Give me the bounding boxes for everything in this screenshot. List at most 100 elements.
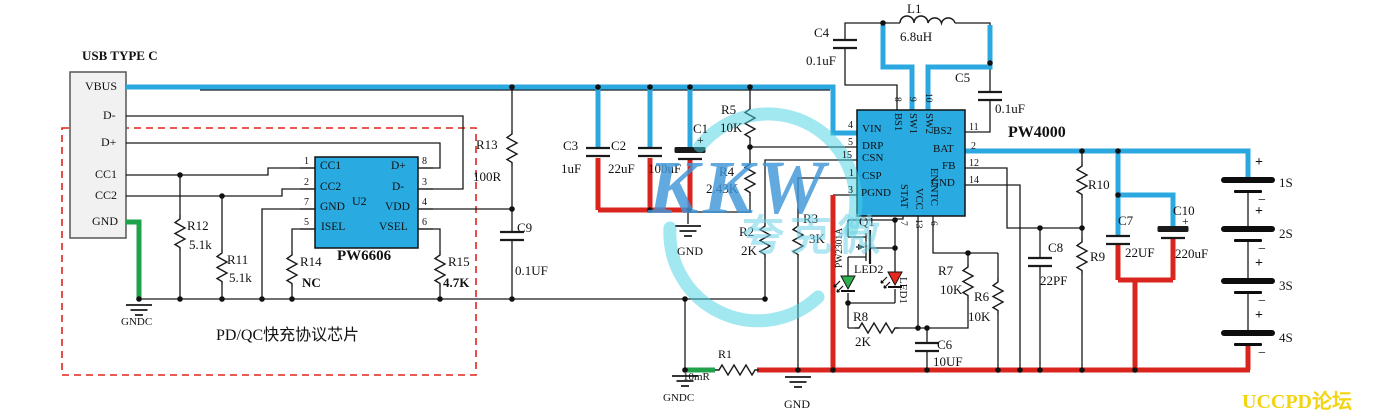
u1-pin-csp: CSP <box>862 170 882 182</box>
label-c7-value: 22UF <box>1125 245 1155 260</box>
battery-1s-plus: + <box>1255 155 1263 170</box>
u1-pin-stat: STAT <box>898 184 909 209</box>
label-r4-ref: R4 <box>719 164 735 179</box>
resistor-r7-symbol <box>962 262 974 300</box>
label-c2-value: 22uF <box>608 161 635 176</box>
u1-pinnum-15: 15 <box>842 150 852 161</box>
label-c8-value: 22PF <box>1040 273 1068 288</box>
u1-pinnum-2: 2 <box>971 141 976 152</box>
usb-pin-cc2: CC2 <box>95 188 118 202</box>
u2-pin-dplus: D+ <box>391 160 406 172</box>
label-r8-ref: R8 <box>853 309 869 324</box>
label-c10-plus: + <box>1182 214 1189 228</box>
usb-pin-dminus: D- <box>103 108 116 122</box>
label-r15-value: 4.7K <box>443 275 470 290</box>
u1-pinnum-13: 13 <box>913 219 923 229</box>
label-r11-ref: R11 <box>227 252 249 267</box>
pw6606-chip-body <box>314 156 419 249</box>
usb-pin-vbus: VBUS <box>85 79 118 93</box>
label-c7-ref: C7 <box>1118 213 1134 228</box>
u1-pin-bs1: BS1 <box>892 113 903 132</box>
watermark-arc <box>663 107 863 328</box>
battery-4s-minus: − <box>1258 346 1266 361</box>
u1-pinnum-5: 5 <box>848 137 853 148</box>
u1-pinnum-11: 11 <box>969 122 979 133</box>
watermark-kkw-logo: KKW <box>648 146 829 230</box>
usb-connector-body <box>69 71 127 239</box>
label-c6-ref: C6 <box>937 337 953 352</box>
gnd-symbol-main <box>784 376 812 388</box>
pw6606-pin-stubs <box>300 167 433 230</box>
u1-pinnum-12: 12 <box>969 158 979 169</box>
u1-pinnum-6: 6 <box>928 221 938 226</box>
label-r4-value: 2.43K <box>706 181 739 196</box>
battery-cell-2s-label: 2S <box>1279 226 1293 241</box>
label-r6-ref: R6 <box>974 289 990 304</box>
u2-pinnum-8: 8 <box>422 156 427 167</box>
resistor-r1-symbol <box>714 364 760 376</box>
battery-cell-3s-label: 3S <box>1279 278 1293 293</box>
battery-cell-1s-label: 1S <box>1279 175 1293 190</box>
capacitor-c7-symbol <box>1104 234 1132 246</box>
label-r14-ref: R14 <box>300 254 322 269</box>
watermark-company-name: 夸克微 <box>742 214 887 260</box>
label-c10-value: 220uF <box>1175 246 1209 261</box>
wires-gnd-red <box>595 158 1251 373</box>
label-l1-ref: L1 <box>907 1 922 16</box>
u2-pinnum-5: 5 <box>304 217 309 228</box>
label-r9-ref: R9 <box>1090 249 1106 264</box>
label-gnd-main: GND <box>784 397 810 411</box>
pd-section-dashed-box <box>61 127 477 376</box>
label-c3-value: 1uF <box>561 161 582 176</box>
battery-3s-plus: + <box>1255 256 1263 271</box>
u1-part-name: PW4000 <box>1008 124 1066 141</box>
label-c1-ref: C1 <box>693 121 709 136</box>
u1-pin-bs2: BS2 <box>933 125 952 137</box>
u1-pinnum-10: 10 <box>923 93 933 103</box>
usb-title: USB TYPE C <box>82 48 158 63</box>
u1-pin-vcc: VCC <box>913 188 924 210</box>
label-r5-value: 10K <box>720 120 743 135</box>
u1-pin-fb: FB <box>942 160 956 172</box>
label-led2: LED2 <box>854 262 884 276</box>
label-c4-ref: C4 <box>814 25 830 40</box>
battery-2s-minus: − <box>1258 242 1266 257</box>
label-r2-ref: R2 <box>739 224 755 239</box>
u2-pin-cc2: CC2 <box>320 181 342 193</box>
wires-black <box>126 15 1249 370</box>
u2-pinnum-7: 7 <box>304 197 309 208</box>
label-r1-ref: R1 <box>718 347 733 361</box>
u1-pinnum-9: 9 <box>907 97 917 102</box>
led1-red-symbol <box>887 271 903 287</box>
label-c3-ref: C3 <box>563 138 579 153</box>
u1-pinnum-8: 8 <box>892 97 902 102</box>
battery-1s-minus: − <box>1258 193 1266 208</box>
label-c5-ref: C5 <box>955 70 971 85</box>
u1-pin-drp: DRP <box>862 140 884 152</box>
u1-pinnum-7: 7 <box>898 221 908 226</box>
label-gndc-usb: GNDC <box>121 316 153 328</box>
label-r12-value: 5.1k <box>189 237 212 252</box>
label-c4-value: 0.1uF <box>806 53 836 68</box>
u1-pin-bat: BAT <box>933 143 954 155</box>
u1-pin-vin: VIN <box>862 123 882 135</box>
label-q1-ref: Q1 <box>859 214 875 229</box>
battery-cell-4s-symbol <box>1221 330 1275 346</box>
u2-pin-gnd: GND <box>320 201 345 213</box>
capacitor-c8-symbol <box>1026 256 1054 268</box>
u2-pin-isel: ISEL <box>321 221 346 233</box>
wires-gndc-green <box>126 219 715 373</box>
resistor-r6-symbol <box>992 277 1004 315</box>
u2-pinnum-2: 2 <box>304 177 309 188</box>
label-c9-value: 0.1UF <box>515 263 548 278</box>
label-r7-ref: R7 <box>938 263 954 278</box>
label-gnd-caps: GND <box>677 244 703 258</box>
u1-pin-csn: CSN <box>862 152 884 164</box>
battery-cell-1s-symbol <box>1221 177 1275 193</box>
pd-section-caption: PD/QC快充协议芯片 <box>216 327 360 344</box>
u2-pin-vdd: VDD <box>385 201 410 213</box>
battery-4s-plus: + <box>1255 308 1263 323</box>
label-c9-ref: C9 <box>517 220 533 235</box>
label-r12-ref: R12 <box>187 218 209 233</box>
u2-pinnum-6: 6 <box>422 217 427 228</box>
